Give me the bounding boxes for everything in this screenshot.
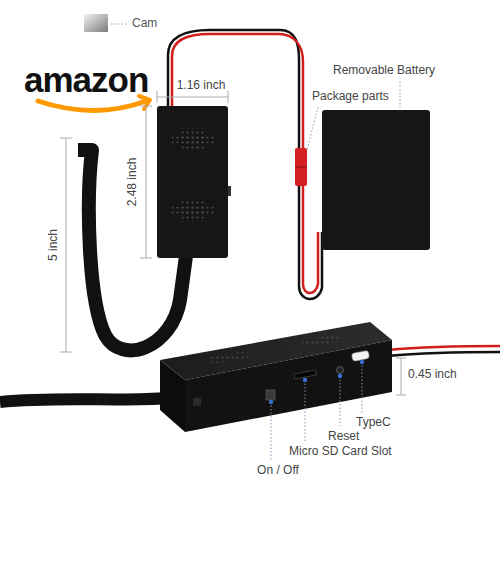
- part-label: Micro SD Card Slot: [289, 445, 392, 459]
- dimension-line: [401, 358, 402, 395]
- callout-dots: [269, 360, 364, 404]
- side-button: [228, 186, 231, 196]
- callout-dot: [360, 360, 364, 364]
- leader-line: [305, 380, 306, 441]
- leader-line: [362, 362, 363, 413]
- dimension-tick: [140, 106, 152, 107]
- dimension-tick: [228, 91, 229, 103]
- dimension-tick: [60, 138, 72, 139]
- speaker-grille: [207, 351, 252, 364]
- dimension-label: 0.45 inch: [408, 368, 457, 382]
- leader-line: [271, 402, 272, 460]
- leader-lines: [307, 82, 400, 150]
- leader-line: [111, 24, 128, 25]
- logo-smile: [38, 101, 146, 111]
- leader-line: [307, 107, 318, 150]
- part-label: Removable Battery: [333, 64, 435, 78]
- camera-module: [157, 106, 228, 258]
- dimension-tick: [60, 352, 72, 353]
- part-label: TypeC: [356, 416, 391, 430]
- part-label: Package parts: [312, 90, 389, 104]
- dimension-line: [157, 97, 228, 98]
- dimension-tick: [157, 91, 158, 103]
- callout-dot: [338, 374, 342, 378]
- leader-line: [340, 376, 341, 426]
- red-wire: [388, 346, 500, 350]
- ribbon-cable: [0, 398, 168, 402]
- lens-swatch: [84, 14, 108, 32]
- part-label: On / Off: [257, 464, 299, 478]
- dimension-tick: [140, 258, 152, 259]
- red-wire: [172, 34, 303, 150]
- red-wire: [303, 184, 318, 293]
- callout-dot: [303, 378, 307, 382]
- dimension-line: [146, 106, 147, 258]
- module-front-face: [185, 340, 392, 432]
- black-wire: [388, 352, 500, 356]
- black-wire: [168, 30, 299, 150]
- sd-slot: [294, 370, 317, 379]
- dimension-label: 2.48 inch: [126, 158, 140, 207]
- speaker-grille: [172, 135, 214, 143]
- callout-dot: [269, 400, 273, 404]
- black-wire: [299, 184, 322, 299]
- dimension-label: 5 inch: [47, 229, 61, 261]
- lens-port: [193, 398, 201, 406]
- reset-button: [337, 367, 344, 374]
- dimension-line: [66, 138, 67, 352]
- brand-logo: amazon: [24, 60, 148, 100]
- typec-port: [351, 350, 369, 361]
- battery: [322, 110, 430, 250]
- dimension-tick: [396, 395, 406, 396]
- dimension-tick: [396, 358, 406, 359]
- speaker-grille: [172, 207, 214, 215]
- leader-line: [400, 82, 401, 108]
- connector-seam: [295, 167, 307, 168]
- wire-connector: [295, 148, 307, 186]
- dimension-label: 1.16 inch: [177, 79, 226, 93]
- part-label: Cam: [132, 17, 157, 31]
- part-label: Reset: [328, 430, 359, 444]
- power-switch: [266, 390, 275, 400]
- speaker-grille: [300, 334, 345, 347]
